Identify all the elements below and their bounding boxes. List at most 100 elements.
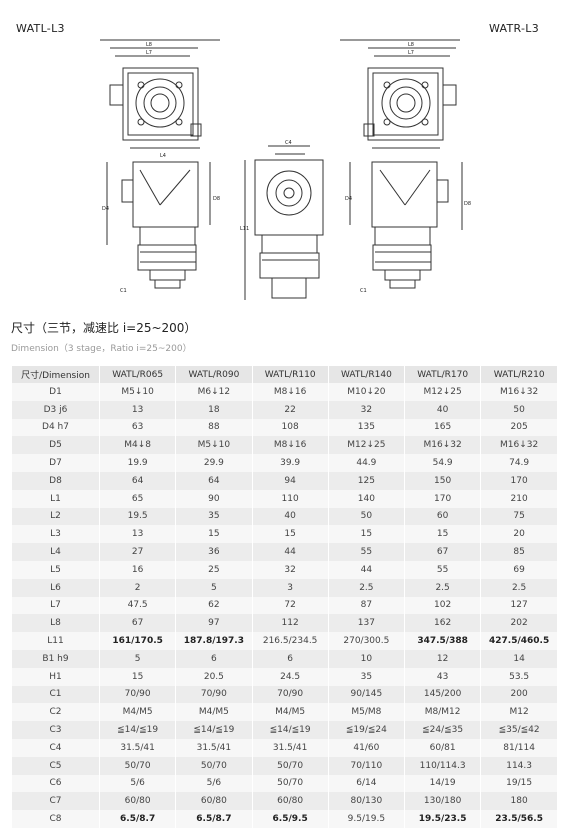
- value-cell: 170: [403, 489, 481, 508]
- value-cell: 14/19: [403, 774, 481, 793]
- value-cell: 24.5: [251, 667, 329, 686]
- value-cell: 67: [98, 614, 176, 633]
- value-cell: M12: [480, 703, 557, 722]
- value-cell: 55: [327, 543, 405, 561]
- value-cell: 427.5/460.5: [480, 632, 557, 650]
- value-cell: 87: [327, 596, 405, 615]
- value-cell: 5/6: [175, 774, 252, 793]
- value-cell: 97: [175, 614, 252, 633]
- value-cell: 19.5: [98, 507, 176, 526]
- header-cell: WATL/R065: [98, 366, 176, 383]
- value-cell: M5↓10: [98, 383, 176, 401]
- value-cell: ≦14/≦19: [175, 721, 252, 739]
- value-cell: 165: [403, 418, 481, 437]
- row-label-cell: L5: [11, 560, 100, 579]
- value-cell: 60/80: [98, 792, 176, 811]
- row-label-cell: L7: [11, 596, 100, 615]
- value-cell: 69: [480, 560, 557, 579]
- value-cell: 50: [327, 507, 405, 526]
- value-cell: 180: [480, 792, 557, 811]
- section-title-cn: 尺寸（三节，减速比 i=25~200）: [11, 321, 197, 335]
- value-cell: M4↓8: [98, 436, 176, 455]
- row-label-cell: D8: [11, 471, 100, 490]
- value-cell: 88: [175, 418, 252, 437]
- row-label-cell: D4 h7: [11, 418, 100, 437]
- value-cell: 80/130: [327, 792, 405, 811]
- value-cell: 205: [480, 418, 557, 437]
- value-cell: 130/180: [403, 792, 481, 811]
- value-cell: 135: [327, 418, 405, 437]
- row-label-cell: C1: [11, 685, 100, 704]
- value-cell: M6↓12: [175, 383, 252, 401]
- top-right-view: [340, 39, 460, 141]
- value-cell: 5: [175, 578, 252, 597]
- value-cell: 347.5/388: [403, 632, 481, 650]
- row-label-cell: C3: [11, 721, 100, 739]
- value-cell: 39.9: [251, 454, 329, 472]
- row-label-cell: L2: [11, 507, 100, 526]
- value-cell: 19.9: [98, 454, 176, 472]
- value-cell: 74.9: [480, 454, 557, 472]
- value-cell: 44: [327, 560, 405, 579]
- side-view-right: [349, 147, 463, 289]
- value-cell: 108: [251, 418, 329, 437]
- value-cell: 22: [251, 400, 329, 419]
- value-cell: 5/6: [98, 774, 176, 793]
- dim-label-l7-right: L7: [408, 50, 414, 56]
- value-cell: 13: [98, 525, 176, 544]
- dim-label-l11: L11: [240, 226, 249, 232]
- row-label-cell: L4: [11, 543, 100, 561]
- row-label-cell: D5: [11, 436, 100, 455]
- value-cell: ≦14/≦19: [98, 721, 176, 739]
- value-cell: 14: [480, 649, 557, 668]
- value-cell: M8↓16: [251, 436, 329, 455]
- right-model-label: WATR-L3: [488, 22, 539, 35]
- value-cell: 200: [480, 685, 557, 704]
- side-view-left: [106, 147, 211, 289]
- header-cell: 尺寸/Dimension: [11, 366, 100, 383]
- row-label-cell: L1: [11, 489, 100, 508]
- technical-drawings: L8 L7 L8 L7 D4 D8 L11 L4 C4 D4 D8 C1 C1: [100, 39, 471, 300]
- value-cell: M12↓25: [327, 436, 405, 455]
- value-cell: 187.8/197.3: [175, 632, 252, 650]
- value-cell: 2.5: [327, 578, 405, 597]
- dim-label-d4-right: D4: [345, 196, 352, 202]
- value-cell: 13: [98, 400, 176, 419]
- value-cell: M5/M8: [327, 703, 405, 722]
- value-cell: 2: [98, 578, 176, 597]
- row-label-cell: C4: [11, 738, 100, 757]
- value-cell: 47.5: [98, 596, 176, 615]
- value-cell: 216.5/234.5: [251, 632, 329, 650]
- value-cell: 114.3: [480, 756, 557, 775]
- side-view-middle: [244, 145, 324, 300]
- value-cell: 18: [175, 400, 252, 419]
- value-cell: 64: [175, 471, 252, 490]
- value-cell: M16↓32: [480, 436, 557, 455]
- value-cell: 55: [403, 560, 481, 579]
- value-cell: 50: [480, 400, 557, 419]
- row-label-cell: D1: [11, 383, 100, 401]
- row-label-cell: C2: [11, 703, 100, 722]
- value-cell: 6/14: [327, 774, 405, 793]
- dim-label-l8: L8: [146, 42, 152, 48]
- value-cell: ≦14/≦19: [251, 721, 329, 739]
- value-cell: 2.5: [480, 578, 557, 597]
- dim-label-d8: D8: [213, 196, 220, 202]
- dimension-table: 尺寸/Dimension WATL/R065 WATL/R090 WATL/R1…: [11, 366, 557, 828]
- value-cell: M16↓32: [480, 383, 557, 401]
- value-cell: 63: [98, 418, 176, 437]
- section-title-en: Dimension（3 stage，Ratio i=25~200）: [11, 344, 192, 354]
- value-cell: 60: [403, 507, 481, 526]
- dim-label-l4: L4: [160, 153, 166, 159]
- row-label-cell: D7: [11, 454, 100, 472]
